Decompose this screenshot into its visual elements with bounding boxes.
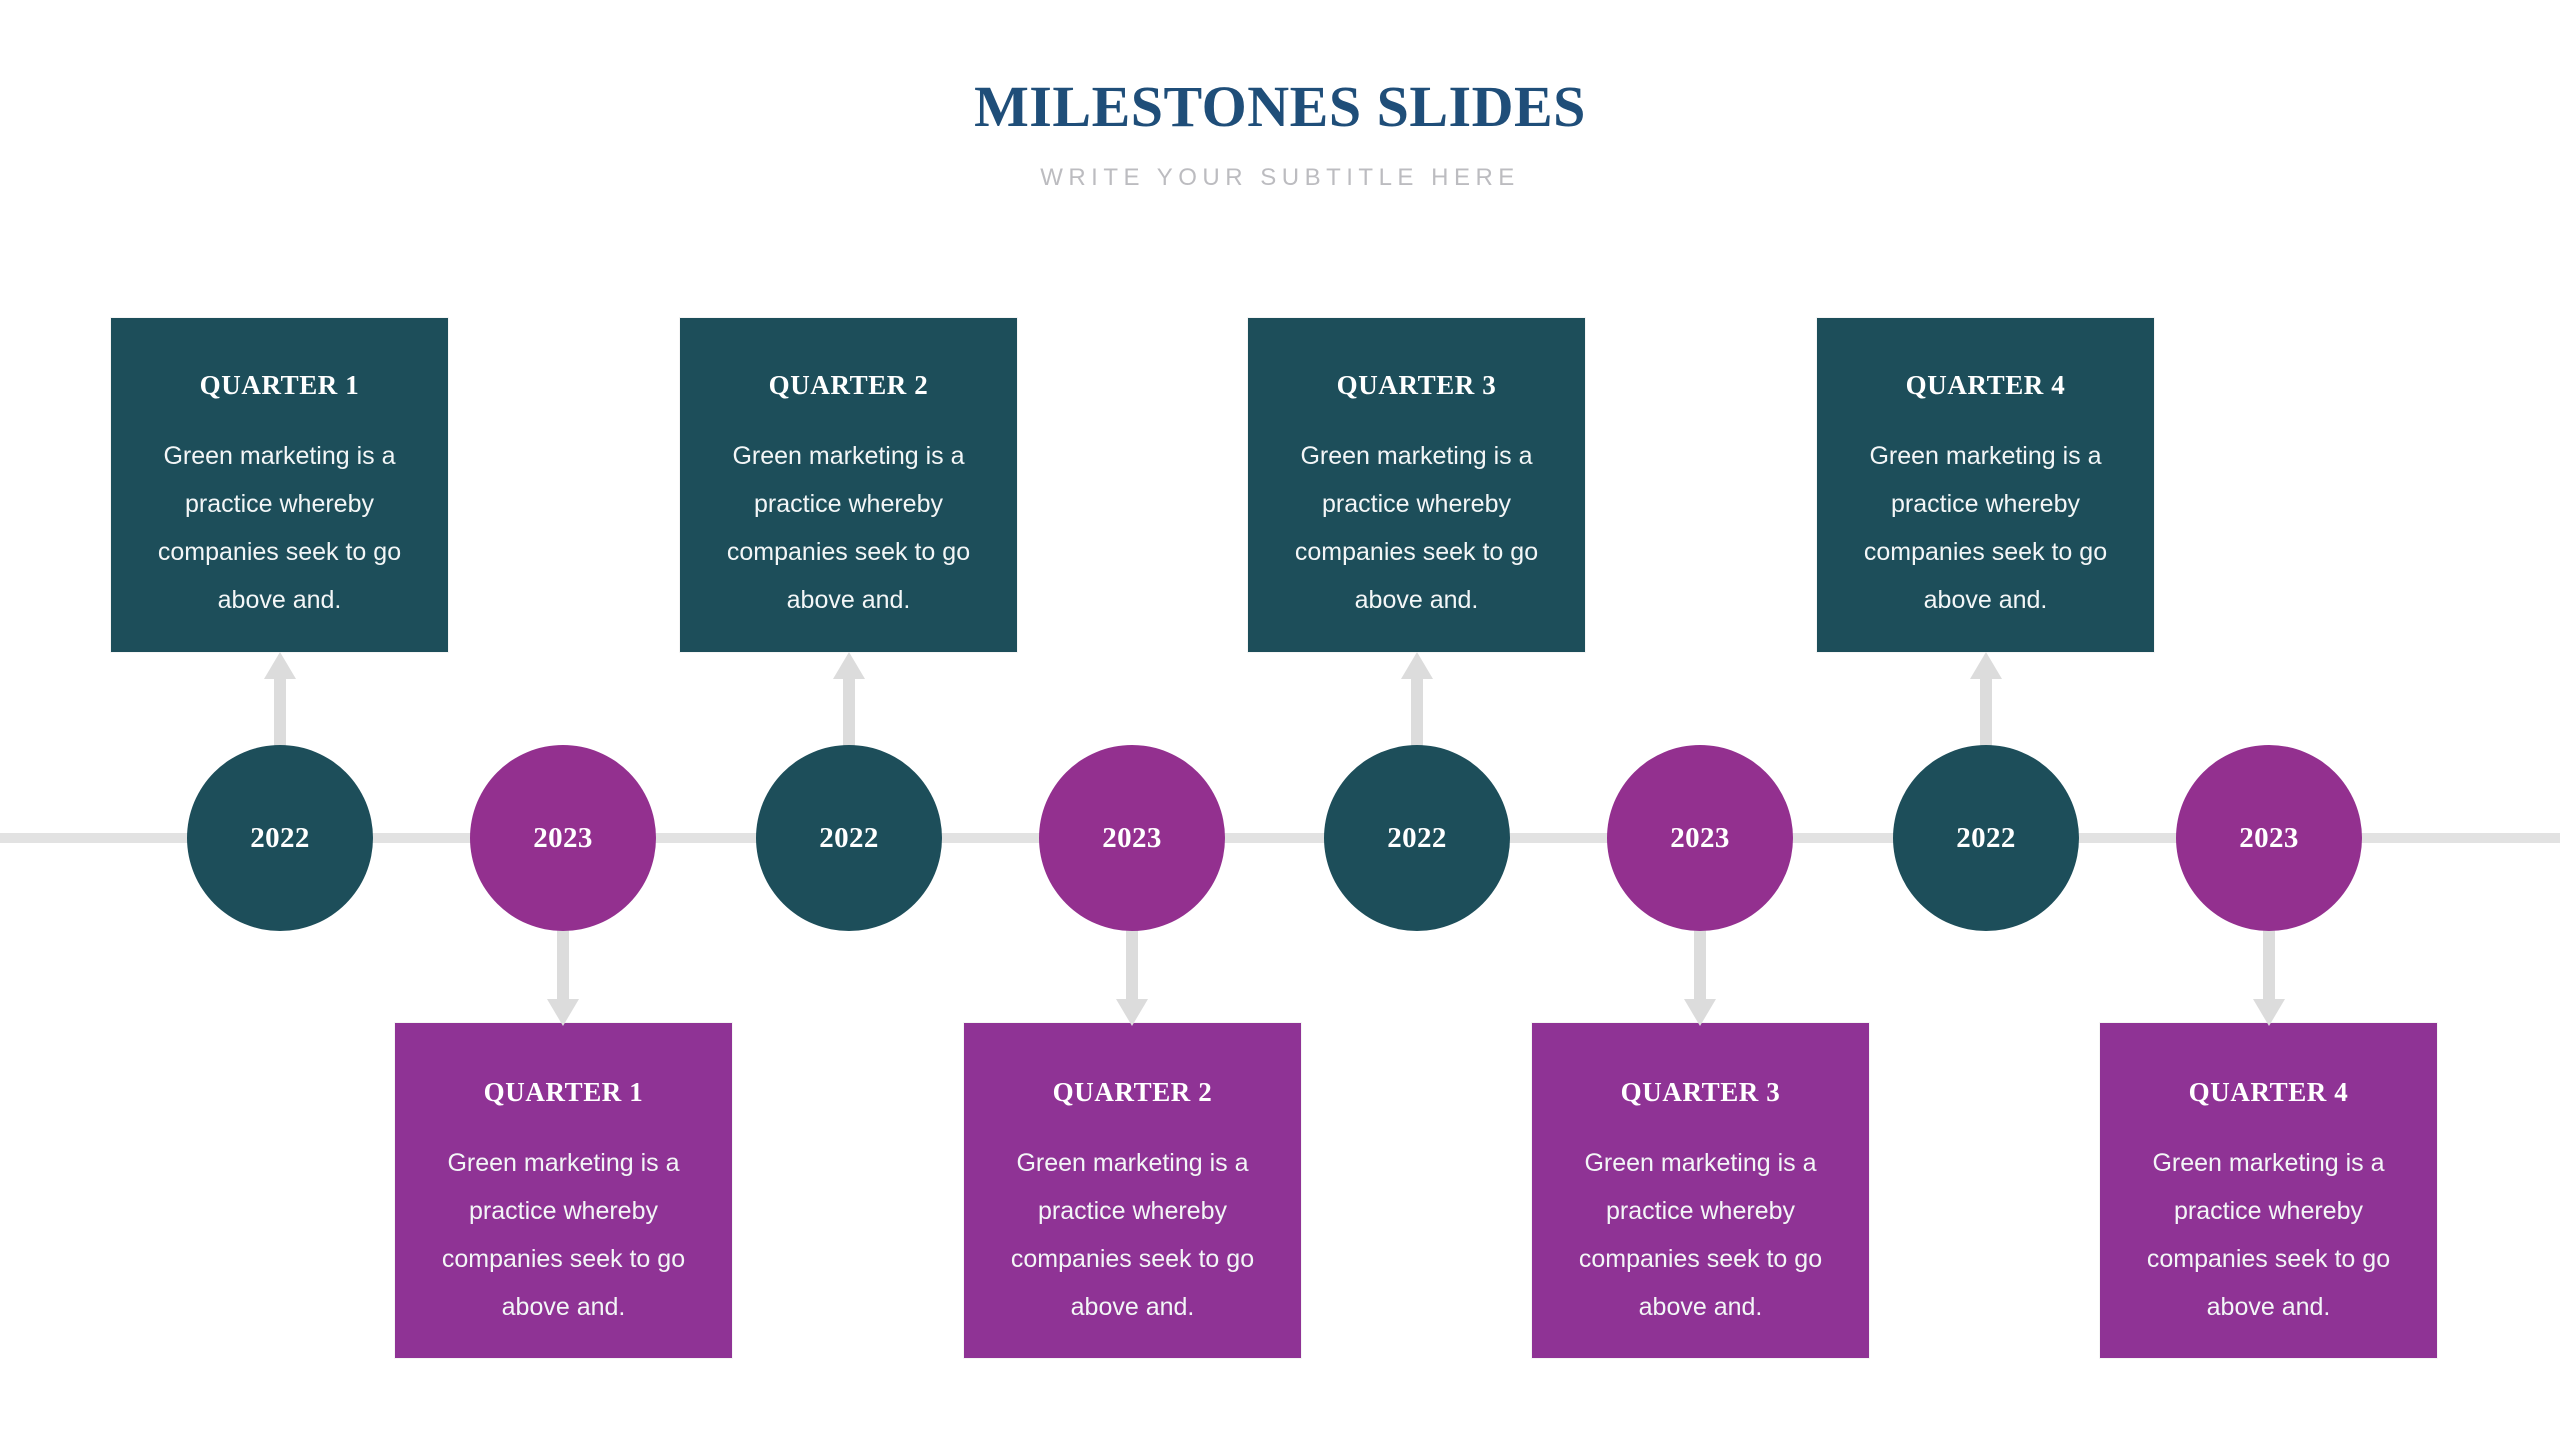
card-title: QUARTER 3: [1620, 1077, 1781, 1107]
arrow-down-icon: [1115, 928, 1149, 1026]
milestone-card-top-2[interactable]: QUARTER 2 Green marketing is a practice …: [680, 318, 1017, 652]
year-label: 2022: [250, 821, 310, 854]
card-title: QUARTER 1: [483, 1077, 644, 1107]
year-label: 2023: [1102, 821, 1162, 854]
card-title: QUARTER 1: [199, 370, 360, 400]
card-body: Green marketing is a practice whereby co…: [726, 442, 971, 614]
year-circle-2[interactable]: 2023: [470, 745, 656, 931]
card-body: Green marketing is a practice whereby co…: [2146, 1149, 2391, 1321]
card-title: QUARTER 2: [1052, 1077, 1213, 1107]
slide-header: MILESTONES SLIDES WRITE YOUR SUBTITLE HE…: [0, 0, 2560, 190]
arrow-up-icon: [1400, 652, 1434, 750]
arrow-up-icon: [832, 652, 866, 750]
arrow-down-icon: [2252, 928, 2286, 1026]
milestone-card-top-4[interactable]: QUARTER 4 Green marketing is a practice …: [1817, 318, 2154, 652]
year-circle-5[interactable]: 2022: [1324, 745, 1510, 931]
year-circle-7[interactable]: 2022: [1893, 745, 2079, 931]
card-body: Green marketing is a practice whereby co…: [1863, 442, 2108, 614]
arrow-up-icon: [1969, 652, 2003, 750]
card-title: QUARTER 2: [768, 370, 929, 400]
card-body: Green marketing is a practice whereby co…: [1010, 1149, 1255, 1321]
year-circle-8[interactable]: 2023: [2176, 745, 2362, 931]
arrow-down-icon: [1683, 928, 1717, 1026]
year-circle-1[interactable]: 2022: [187, 745, 373, 931]
year-label: 2023: [1670, 821, 1730, 854]
card-title: QUARTER 4: [2188, 1077, 2349, 1107]
timeline-axis-line: [0, 833, 2560, 843]
card-body: Green marketing is a practice whereby co…: [441, 1149, 686, 1321]
card-body: Green marketing is a practice whereby co…: [157, 442, 402, 614]
arrow-down-icon: [546, 928, 580, 1026]
year-label: 2022: [1387, 821, 1447, 854]
year-circle-6[interactable]: 2023: [1607, 745, 1793, 931]
year-circle-4[interactable]: 2023: [1039, 745, 1225, 931]
milestone-card-bottom-4[interactable]: QUARTER 4 Green marketing is a practice …: [2100, 1023, 2437, 1358]
milestone-card-bottom-1[interactable]: QUARTER 1 Green marketing is a practice …: [395, 1023, 732, 1358]
milestone-card-bottom-2[interactable]: QUARTER 2 Green marketing is a practice …: [964, 1023, 1301, 1358]
year-label: 2022: [819, 821, 879, 854]
year-circle-3[interactable]: 2022: [756, 745, 942, 931]
card-title: QUARTER 4: [1905, 370, 2066, 400]
milestone-card-bottom-3[interactable]: QUARTER 3 Green marketing is a practice …: [1532, 1023, 1869, 1358]
year-label: 2022: [1956, 821, 2016, 854]
card-title: QUARTER 3: [1336, 370, 1497, 400]
card-body: Green marketing is a practice whereby co…: [1578, 1149, 1823, 1321]
arrow-up-icon: [263, 652, 297, 750]
milestone-card-top-1[interactable]: QUARTER 1 Green marketing is a practice …: [111, 318, 448, 652]
page-title: MILESTONES SLIDES: [974, 74, 1586, 139]
card-body: Green marketing is a practice whereby co…: [1294, 442, 1539, 614]
year-label: 2023: [533, 821, 593, 854]
milestone-card-top-3[interactable]: QUARTER 3 Green marketing is a practice …: [1248, 318, 1585, 652]
page-subtitle: WRITE YOUR SUBTITLE HERE: [1040, 164, 1520, 191]
year-label: 2023: [2239, 821, 2299, 854]
